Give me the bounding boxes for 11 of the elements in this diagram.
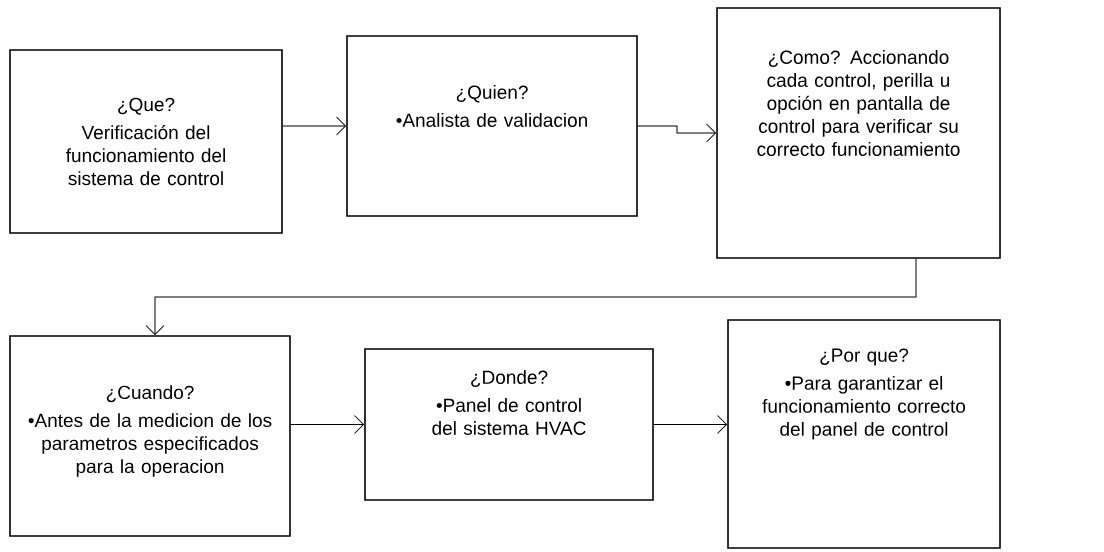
arrow [653, 415, 727, 434]
process-box: ¿Por que? •Para garantizar el funcionamiento correcto del panel de control [727, 319, 1001, 549]
process-box: ¿Que? Verificación del funcionamiento del sistema de control [9, 49, 283, 234]
process-box: ¿Como? Accionando cada control, perilla u opción en pantalla de control para verificar su correcto funcionamiento [716, 7, 1001, 259]
arrow [145, 258, 917, 335]
process-box: ¿Quien? •Analista de validacion [346, 35, 638, 217]
arrow [290, 415, 364, 434]
arrow [282, 116, 346, 136]
arrow [637, 123, 716, 143]
process-box: ¿Donde? •Panel de control del sistema HVAC [364, 348, 654, 501]
process-box: ¿Cuando? •Antes de la medicion de los parametros especificados para la operacion [9, 335, 291, 537]
